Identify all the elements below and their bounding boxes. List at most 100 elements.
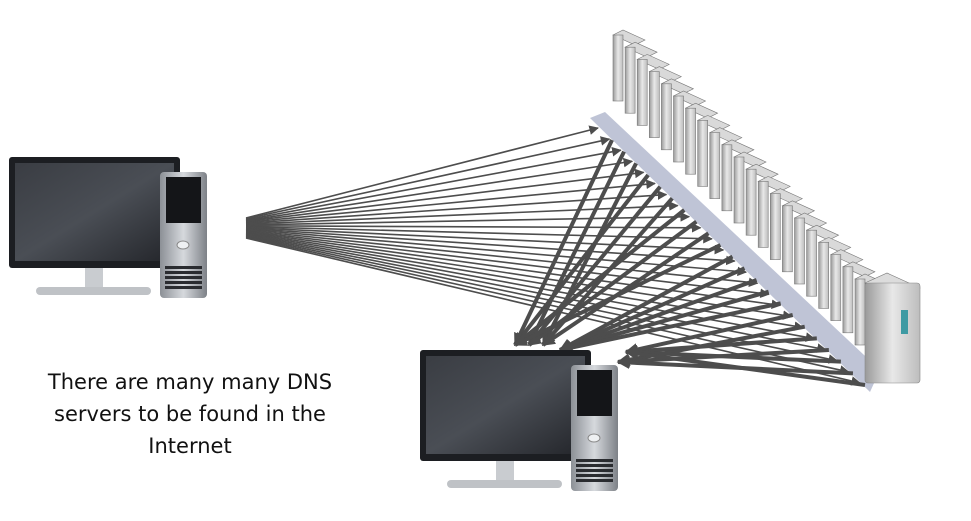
response-arrow [513,208,686,347]
server-front [806,229,817,297]
tower-vent [576,469,613,472]
tower-vent [576,459,613,462]
server-top [830,249,864,265]
query-arrow [245,147,622,221]
server-front [854,278,866,346]
tower-drive-bay [166,177,201,223]
server-top [805,224,840,241]
response-arrow [624,346,841,364]
server-front [757,181,769,248]
server-front [673,95,684,163]
server-top [842,261,876,278]
tower-logo [587,433,601,443]
server-front [769,193,781,260]
caption-line: servers to be found in the [54,402,326,426]
caption: There are many many DNS servers to be fo… [20,366,360,462]
response-arrow [558,254,734,352]
dns-server-farm [612,29,921,384]
resolver-computer [420,350,618,491]
tower-vent [165,266,202,269]
server-top [757,176,791,192]
caption-line: There are many many DNS [47,370,333,394]
tower-vent [576,479,613,482]
response-arrows [513,139,866,387]
server-top [672,90,707,107]
server-top [818,237,852,253]
server-top [709,127,743,143]
query-arrow [245,201,679,225]
response-arrow [541,162,638,347]
client-computer [9,157,207,298]
query-arrow [245,233,816,342]
server-top [781,200,816,217]
server-front [685,107,696,175]
server-top [733,151,767,168]
tower-vent [165,276,202,279]
server-top [612,29,646,46]
server-front [624,46,636,114]
monitor-stand [85,268,103,288]
server-top [636,54,670,70]
monitor-base [36,287,151,295]
server-front [648,71,660,138]
server-front [818,242,830,309]
query-arrow [245,229,759,288]
caption-line: Internet [148,434,232,458]
server-front [661,83,672,151]
response-arrow [558,266,746,352]
query-arrows [245,125,861,386]
server-front [782,205,793,273]
server-top [793,212,828,229]
server-top [697,115,731,131]
response-arrow [624,336,817,358]
tower-vent [576,464,613,467]
server-top [769,188,803,204]
response-arrow [624,313,794,356]
tower-vent [576,474,613,477]
response-arrow [558,301,782,354]
query-arrow [245,226,725,255]
monitor-screen [15,163,174,261]
tower-vent [165,286,202,289]
server-front [864,282,921,384]
query-arrow [245,190,668,225]
response-arrow [624,347,866,387]
query-arrow [245,231,793,320]
server-front [733,156,745,224]
tower-logo [176,240,190,250]
response-arrow [527,150,626,347]
server-front [794,217,805,285]
server-top [745,163,779,180]
server-top [624,41,658,58]
query-arrow [245,157,634,222]
query-arrow [245,125,599,219]
monitor-base [447,480,562,488]
response-arrow [558,278,758,353]
query-arrow [245,136,611,220]
monitor-stand [496,461,514,481]
query-arrow [245,232,804,331]
server-top [648,66,682,82]
server-top [660,78,695,95]
server-top [721,139,755,156]
response-arrow [513,139,614,347]
server-front [842,266,854,334]
server-front [745,168,757,236]
server-front [697,120,709,187]
tower-vent [165,271,202,274]
server-front [612,34,624,102]
response-arrow [513,173,650,347]
server-front [636,59,648,126]
response-arrow [558,289,770,354]
server-front [721,144,733,212]
server-front [709,132,721,199]
tower-vent [165,281,202,284]
query-arrow [245,168,645,223]
server-front [830,254,842,321]
server-top [684,102,719,119]
query-arrow [245,225,713,244]
monitor-screen [426,356,585,454]
server-indicator [901,310,908,334]
response-arrow [513,243,722,347]
